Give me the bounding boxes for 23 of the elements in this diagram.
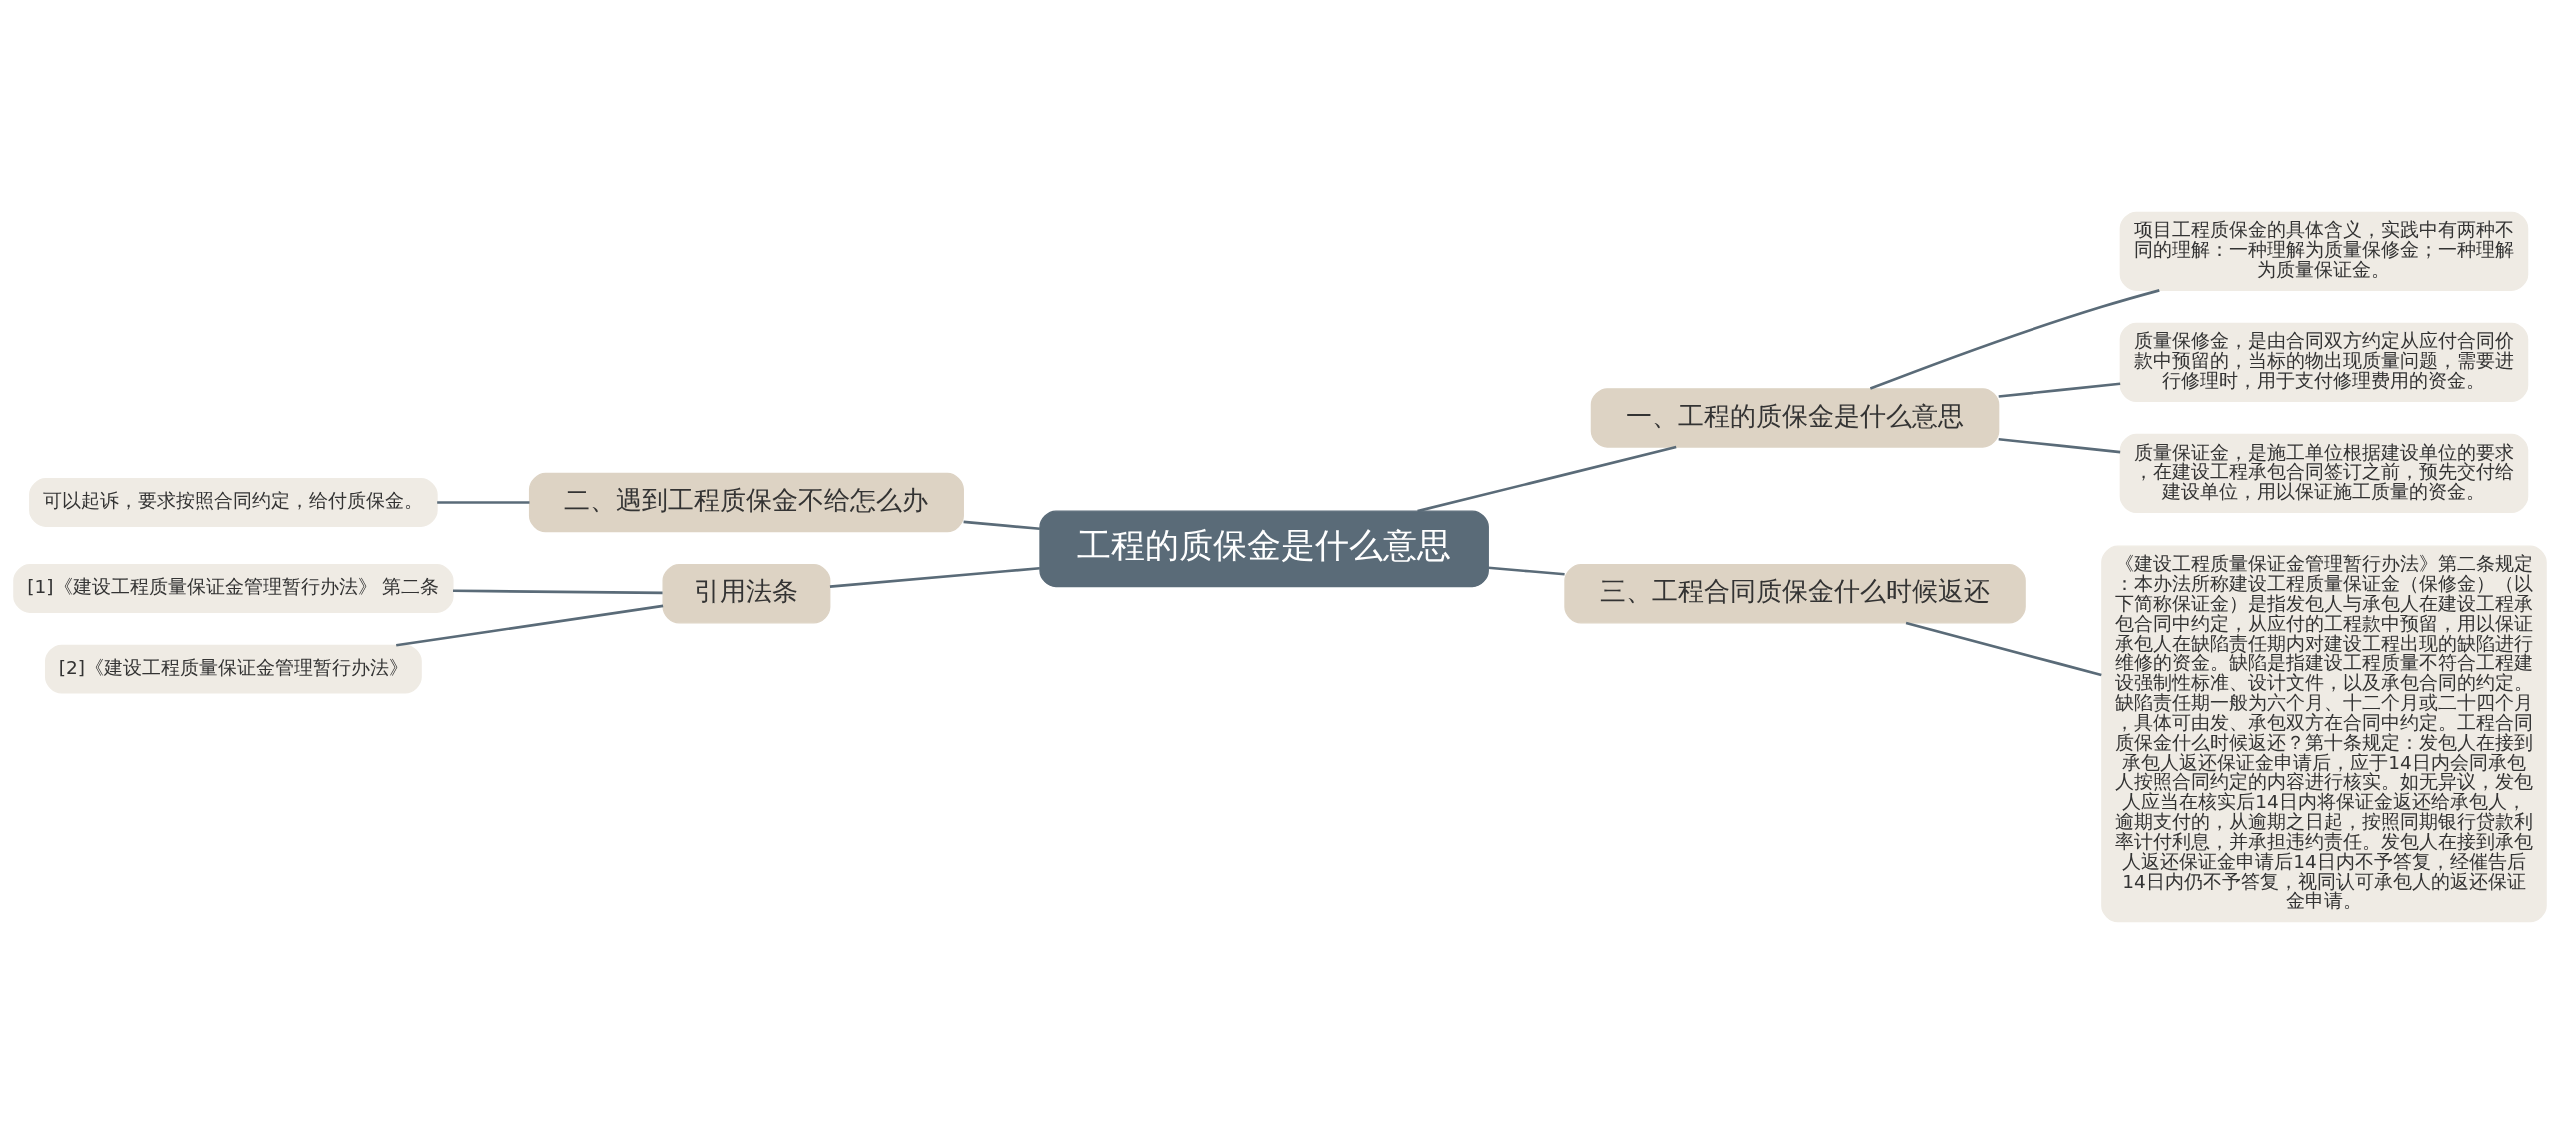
connector xyxy=(1998,382,2121,398)
connector xyxy=(437,501,530,504)
connector xyxy=(453,589,663,595)
node-box: [2]《建设工程质量保证金管理暂行办法》 xyxy=(44,644,422,694)
node-box: 质量保证金，是施工单位根据建设单位的要求，在建设工程承包合同签订之前，预先交付给建设单位，用以保证施工质量的资金。 xyxy=(2119,433,2529,514)
node-box: 工程的质保金是什么意思 xyxy=(1039,510,1489,588)
node-box: 《建设工程质量保证金管理暂行办法》第二条规定：本办法所称建设工程质量保证金（保修金）（以下简称保证金）是指发包人与承包人在建设工程承包合同中约定，从应付的工程款中预留，用以保证承包人在缺陷责任期内对建设工程出现的缺陷进行维修的资金。缺陷是指建设工程质量不符合工程建设强制性标准、设计文件，以及承包合同的约定。缺陷责任期一般为六个月、十二个月或二十四个月，具体可由发、承包双方在合同中约定。工程合同质保金什么时候返还？第十条规定：发包人在接到承包人返还保证金申请后，应于14日内会同承包人按照合同约定的内容进行核实。如无异议，发包人应当在核实后14日内将保证金返还给承包人，逾期支付的，从逾期之日起，按照同期银行贷款利率计付利息，并承担违约责任。发包人在接到承包人返还保证金申请后14日内不予答复，经催告后14日内仍不予答复，视同认可承包人的返还保证金申请。 xyxy=(2101,545,2547,923)
node-box: 二、遇到工程质保金不给怎么办 xyxy=(528,472,964,533)
connector xyxy=(963,520,1040,531)
node-box: 项目工程质保金的具体含义，实践中有两种不同的理解：一种理解为质量保修金；一种理解为质量保证金。 xyxy=(2119,211,2529,291)
connector xyxy=(1488,566,1565,576)
node-box: 质量保修金，是由合同双方约定从应付合同价款中预留的，当标的物出现质量问题，需要进行修理时，用于支付修理费用的资金。 xyxy=(2119,322,2529,403)
node-box: 可以起诉，要求按照合同约定，给付质保金。 xyxy=(29,478,438,527)
connector xyxy=(396,604,664,647)
node-box: 引用法条 xyxy=(662,564,831,624)
connector xyxy=(1905,621,2102,677)
node-box: [1]《建设工程质量保证金管理暂行办法》 第二条 xyxy=(13,564,454,613)
connector xyxy=(1998,437,2121,454)
connector xyxy=(1869,289,2160,390)
node-box: 三、工程合同质保金什么时候返还 xyxy=(1564,564,2026,624)
connector xyxy=(1417,445,1677,513)
node-box: 一、工程的质保金是什么意思 xyxy=(1590,388,2000,448)
connector xyxy=(829,566,1040,588)
